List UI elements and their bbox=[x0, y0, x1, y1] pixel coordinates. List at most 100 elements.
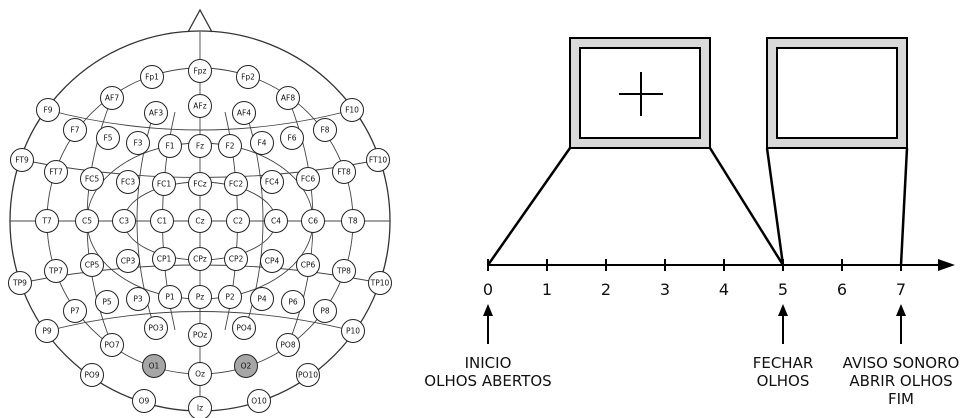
electrode-tp7-marker bbox=[44, 259, 68, 283]
electrode-ft8-marker bbox=[332, 160, 356, 184]
electrode-p9: P9 bbox=[35, 319, 59, 343]
electrode-po8: PO8 bbox=[276, 333, 300, 357]
electrode-c1: C1 bbox=[150, 209, 174, 233]
electrode-tp10-label: TP10 bbox=[370, 279, 390, 288]
electrode-ft9-label: FT9 bbox=[15, 156, 29, 165]
event-arrow-head bbox=[896, 304, 906, 316]
electrode-p1-marker bbox=[158, 285, 182, 309]
electrode-p6: P6 bbox=[281, 290, 305, 314]
electrode-iz-marker bbox=[188, 396, 212, 418]
electrode-cp1-label: CP1 bbox=[157, 255, 172, 264]
electrode-po3-label: PO3 bbox=[148, 324, 163, 333]
electrode-f7: F7 bbox=[63, 118, 87, 142]
electrode-fpz: Fpz bbox=[188, 59, 212, 83]
electrode-p2-marker bbox=[218, 285, 242, 309]
electrode-poz-label: POz bbox=[193, 331, 207, 340]
electrode-f3-label: F3 bbox=[133, 139, 142, 148]
projection-line-left bbox=[486, 147, 572, 266]
electrode-c5-label: C5 bbox=[82, 217, 92, 226]
electrode-po4-label: PO4 bbox=[236, 324, 251, 333]
electrode-p6-label: P6 bbox=[288, 298, 298, 307]
electrode-f5: F5 bbox=[96, 126, 120, 150]
electrode-fc5-label: FC5 bbox=[85, 175, 100, 184]
electrode-fz-label: Fz bbox=[196, 142, 204, 151]
projection-line-left bbox=[765, 147, 785, 266]
electrode-afz: AFz bbox=[188, 94, 212, 118]
electrode-af4: AF4 bbox=[232, 101, 256, 125]
electrode-tp9-label: TP9 bbox=[12, 279, 27, 288]
electrode-po4: PO4 bbox=[232, 316, 256, 340]
electrode-fc1-label: FC1 bbox=[157, 180, 172, 189]
electrode-fc4-label: FC4 bbox=[265, 178, 280, 187]
electrode-fp2-label: Fp2 bbox=[241, 73, 255, 82]
electrode-cp3-marker bbox=[116, 249, 140, 273]
electrode-tp10: TP10 bbox=[368, 271, 392, 295]
electrode-poz-marker bbox=[188, 323, 212, 347]
electrode-fc6-label: FC6 bbox=[301, 175, 316, 184]
electrode-p3-label: P3 bbox=[133, 295, 143, 304]
electrode-af3-marker bbox=[144, 101, 168, 125]
event-label-line: FECHAR bbox=[753, 354, 814, 372]
electrode-p8: P8 bbox=[313, 299, 337, 323]
electrode-fp2-marker bbox=[236, 65, 260, 89]
electrode-tp9: TP9 bbox=[8, 271, 32, 295]
electrode-cp6: CP6 bbox=[296, 253, 320, 277]
electrode-fc3-marker bbox=[116, 170, 140, 194]
electrode-f6: F6 bbox=[280, 126, 304, 150]
electrode-po3-marker bbox=[144, 316, 168, 340]
electrode-p7-marker bbox=[63, 299, 87, 323]
electrode-cp4-label: CP4 bbox=[265, 257, 280, 266]
electrode-p10: P10 bbox=[341, 319, 365, 343]
electrode-t8-marker bbox=[341, 209, 365, 233]
electrode-p9-marker bbox=[35, 319, 59, 343]
electrode-fc2: FC2 bbox=[224, 172, 248, 196]
electrode-o2-marker bbox=[234, 354, 258, 378]
fixation-cross-icon bbox=[619, 72, 663, 116]
electrode-po7-marker bbox=[100, 333, 124, 357]
electrode-ft10-label: FT10 bbox=[369, 156, 388, 165]
electrode-af8-label: AF8 bbox=[281, 94, 295, 103]
electrode-fp1-marker bbox=[140, 65, 164, 89]
electrode-tp8-label: TP8 bbox=[336, 267, 351, 276]
electrode-c6: C6 bbox=[301, 209, 325, 233]
electrode-cpz-marker bbox=[188, 247, 212, 271]
electrode-p5-label: P5 bbox=[102, 298, 112, 307]
electrode-p10-marker bbox=[341, 319, 365, 343]
electrode-oz: Oz bbox=[188, 362, 212, 386]
electrode-afz-label: AFz bbox=[193, 102, 206, 111]
event-label-line: INICIO bbox=[465, 354, 512, 372]
electrode-t8-label: T8 bbox=[347, 217, 358, 226]
arc-p bbox=[46, 311, 354, 332]
electrode-f9-marker bbox=[36, 98, 60, 122]
electrode-po8-label: PO8 bbox=[280, 341, 295, 350]
electrode-p3: P3 bbox=[126, 287, 150, 311]
electrode-f10-label: F10 bbox=[345, 106, 359, 115]
electrode-cp1-marker bbox=[152, 247, 176, 271]
electrode-c2: C2 bbox=[226, 209, 250, 233]
electrode-cp3: CP3 bbox=[116, 249, 140, 273]
electrode-tp8: TP8 bbox=[332, 259, 356, 283]
electrode-fc6: FC6 bbox=[296, 167, 320, 191]
electrode-cp2: CP2 bbox=[224, 247, 248, 271]
event-arrow-head bbox=[778, 304, 788, 316]
event-label-line: FIM bbox=[888, 390, 914, 408]
electrode-p6-marker bbox=[281, 290, 305, 314]
electrode-pz: Pz bbox=[188, 285, 212, 309]
electrode-fcz: FCz bbox=[188, 172, 212, 196]
electrode-p5: P5 bbox=[95, 290, 119, 314]
electrode-c5: C5 bbox=[75, 209, 99, 233]
electrode-fc3: FC3 bbox=[116, 170, 140, 194]
electrode-o10: O10 bbox=[247, 389, 271, 413]
electrode-p8-marker bbox=[313, 299, 337, 323]
electrode-cp1: CP1 bbox=[152, 247, 176, 271]
projection-line-right bbox=[899, 147, 909, 266]
projection-line-right bbox=[708, 147, 785, 266]
electrode-f9-label: F9 bbox=[43, 106, 52, 115]
electrode-f7-marker bbox=[63, 118, 87, 142]
event-label-line: AVISO SONORO bbox=[843, 354, 960, 372]
